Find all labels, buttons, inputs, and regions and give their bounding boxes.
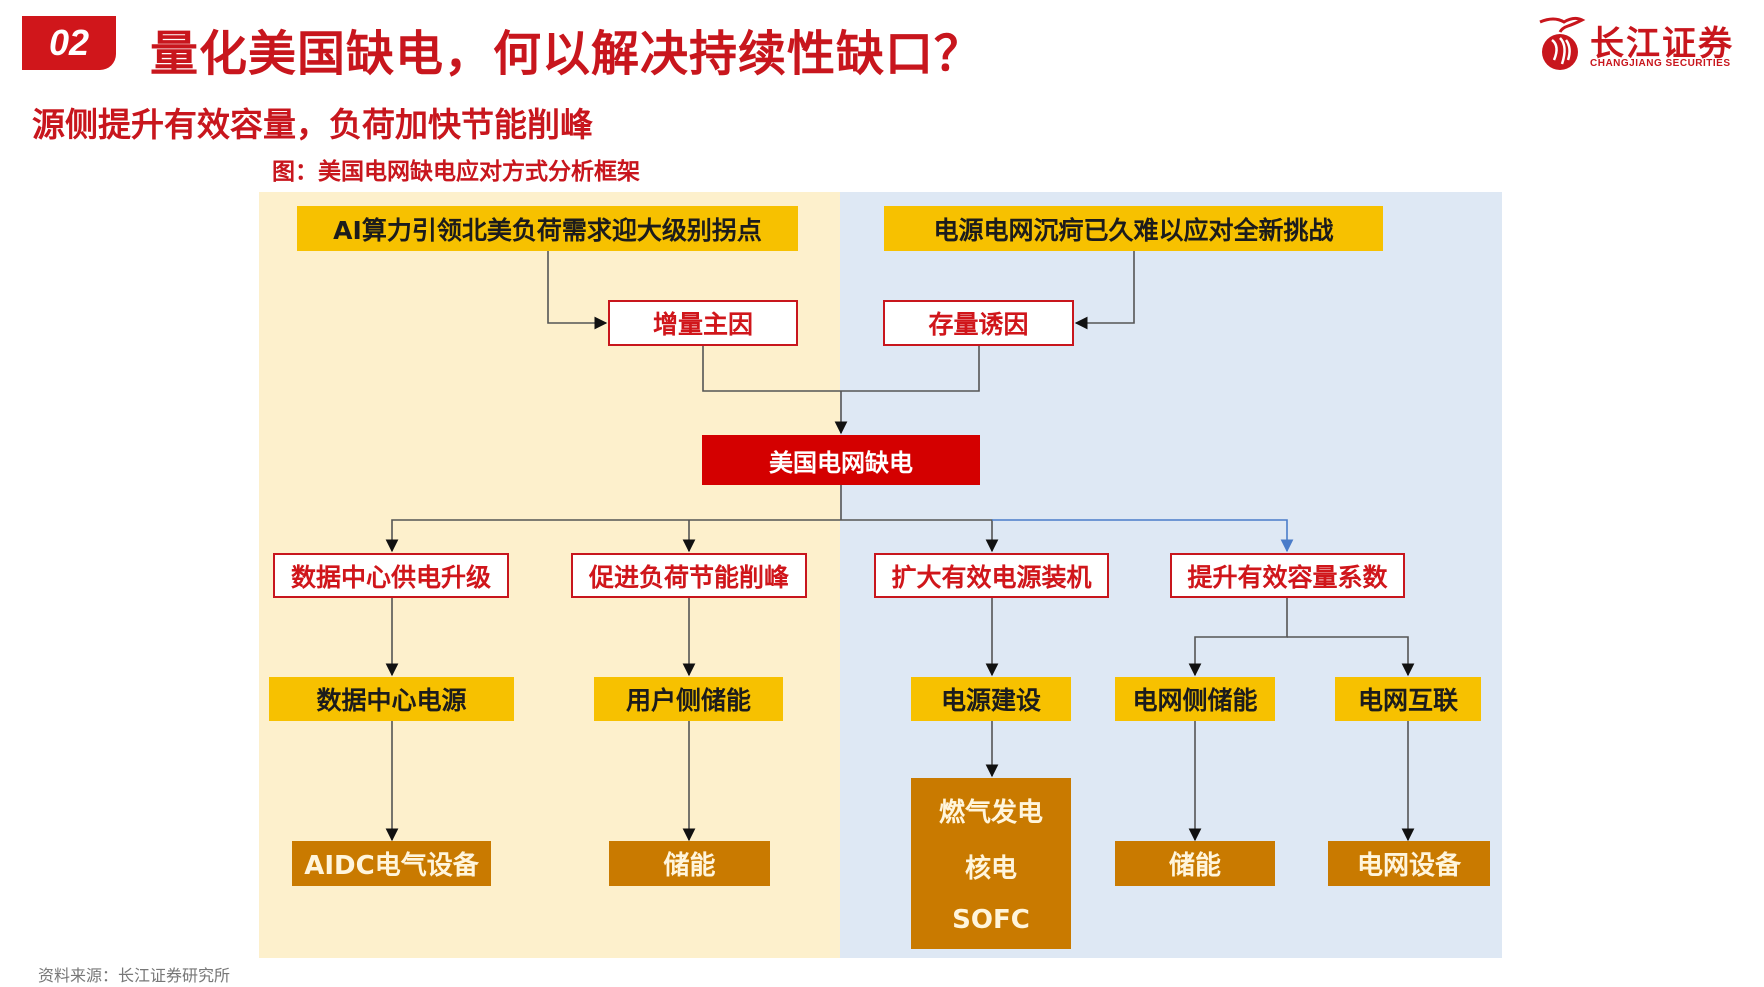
power-source-nuclear: 核电: [964, 854, 1017, 885]
page-subtitle: 源侧提升有效容量，负荷加快节能削峰: [32, 105, 593, 144]
connector-branch-capacity: [992, 519, 1294, 553]
node-measure-grid-interconnect: 电网互联: [1335, 677, 1481, 721]
node-strategy-load-peak-shaving: 促进负荷节能削峰: [571, 553, 807, 598]
logo-name-en: CHANGJIANG SECURITIES: [1590, 58, 1731, 69]
node-incremental-cause: 增量主因: [608, 300, 798, 346]
connector-branch-left: [385, 519, 841, 553]
node-outcome-storage-left: 储能: [609, 841, 770, 886]
node-us-grid-shortage: 美国电网缺电: [702, 435, 980, 485]
node-outcome-aidc-equipment: AIDC电气设备: [292, 841, 491, 886]
power-source-gas: 燃气发电: [938, 797, 1043, 828]
node-outcome-power-sources: 燃气发电 核电 SOFC: [911, 778, 1071, 949]
source-note: 资料来源：长江证券研究所: [38, 966, 231, 985]
node-existing-cause: 存量诱因: [883, 300, 1074, 346]
power-source-sofc: SOFC: [952, 905, 1030, 936]
node-strategy-expand-capacity: 扩大有效电源装机: [874, 553, 1109, 598]
node-measure-dc-power: 数据中心电源: [269, 677, 514, 721]
node-outcome-storage-right: 储能: [1115, 841, 1275, 886]
connector-incremental-to-center: [702, 346, 840, 392]
connector-grid-to-existing: [1074, 250, 1135, 330]
node-outcome-grid-equipment: 电网设备: [1328, 841, 1490, 886]
page-title: 量化美国缺电，何以解决持续性缺口？: [150, 26, 984, 82]
node-strategy-dc-power-upgrade: 数据中心供电升级: [273, 553, 509, 598]
node-measure-user-storage: 用户侧储能: [594, 677, 783, 721]
logo-name-cn: 长江证券: [1590, 24, 1734, 64]
connector-ai-to-incremental: [547, 250, 608, 330]
node-measure-power-build: 电源建设: [911, 677, 1071, 721]
connector-capacity-to-interconnect: [1287, 636, 1415, 677]
node-grid-legacy-issues: 电源电网沉疴已久难以应对全新挑战: [884, 206, 1383, 251]
node-strategy-capacity-factor: 提升有效容量系数: [1170, 553, 1405, 598]
connector-capacity-split: [1188, 598, 1288, 677]
figure-caption: 图：美国电网缺电应对方式分析框架: [272, 159, 640, 185]
connector-branch-source: [841, 519, 999, 553]
node-ai-demand-driver: AI算力引领北美负荷需求迎大级别拐点: [297, 206, 798, 251]
connector-existing-to-center: [840, 346, 980, 392]
node-measure-grid-storage: 电网侧储能: [1115, 677, 1275, 721]
company-logo: 长江证券 CHANGJIANG SECURITIES: [1534, 14, 1760, 76]
section-number-badge: 02: [22, 16, 116, 70]
changjiang-phoenix-icon: [1539, 16, 1586, 70]
